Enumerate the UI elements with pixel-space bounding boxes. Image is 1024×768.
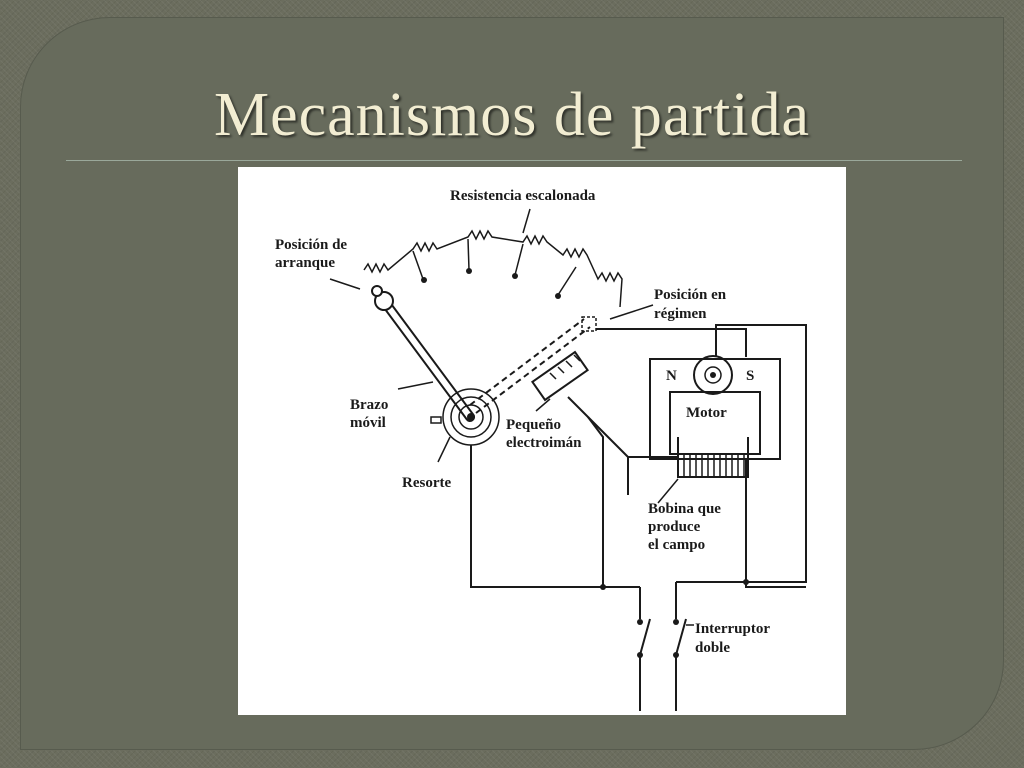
label-bobina-1: Bobina que [648, 501, 721, 517]
label-pequeno-1: Pequeño [506, 417, 561, 433]
starter-diagram-svg: Resistencia escalonada Posición de arran… [275, 188, 807, 711]
label-posicion-arranque-1: Posición de [275, 237, 347, 253]
movable-arm [371, 285, 475, 422]
label-leaders [329, 278, 694, 626]
slide-title: Mecanismos de partida [213, 81, 811, 149]
label-brazo-1: Brazo [350, 397, 388, 413]
double-switch [637, 618, 687, 711]
label-resorte: Resorte [402, 475, 451, 491]
label-bobina-3: el campo [648, 537, 705, 553]
label-posicion-regimen-2: régimen [654, 306, 707, 322]
label-pequeno-2: electroimán [506, 435, 582, 451]
starter-diagram: Resistencia escalonada Posición de arran… [238, 167, 846, 715]
label-pole-n: N [666, 368, 677, 384]
label-brazo-2: móvil [350, 415, 386, 431]
label-posicion-arranque-2: arranque [275, 255, 335, 271]
motor [649, 355, 781, 478]
label-interruptor-2: doble [695, 640, 730, 656]
label-posicion-regimen-1: Posición en [654, 287, 727, 303]
label-pole-s: S [746, 368, 754, 384]
arm-regime-position [469, 316, 597, 414]
title-divider [66, 160, 962, 161]
resistance-taps [412, 238, 577, 299]
label-motor: Motor [686, 405, 727, 421]
stepped-resistance [363, 229, 623, 308]
small-electromagnet [530, 350, 590, 402]
wiring [470, 324, 807, 619]
label-interruptor-1: Interruptor [695, 621, 770, 637]
label-resistencia-escalonada: Resistencia escalonada [450, 188, 596, 204]
label-bobina-2: produce [648, 519, 701, 535]
